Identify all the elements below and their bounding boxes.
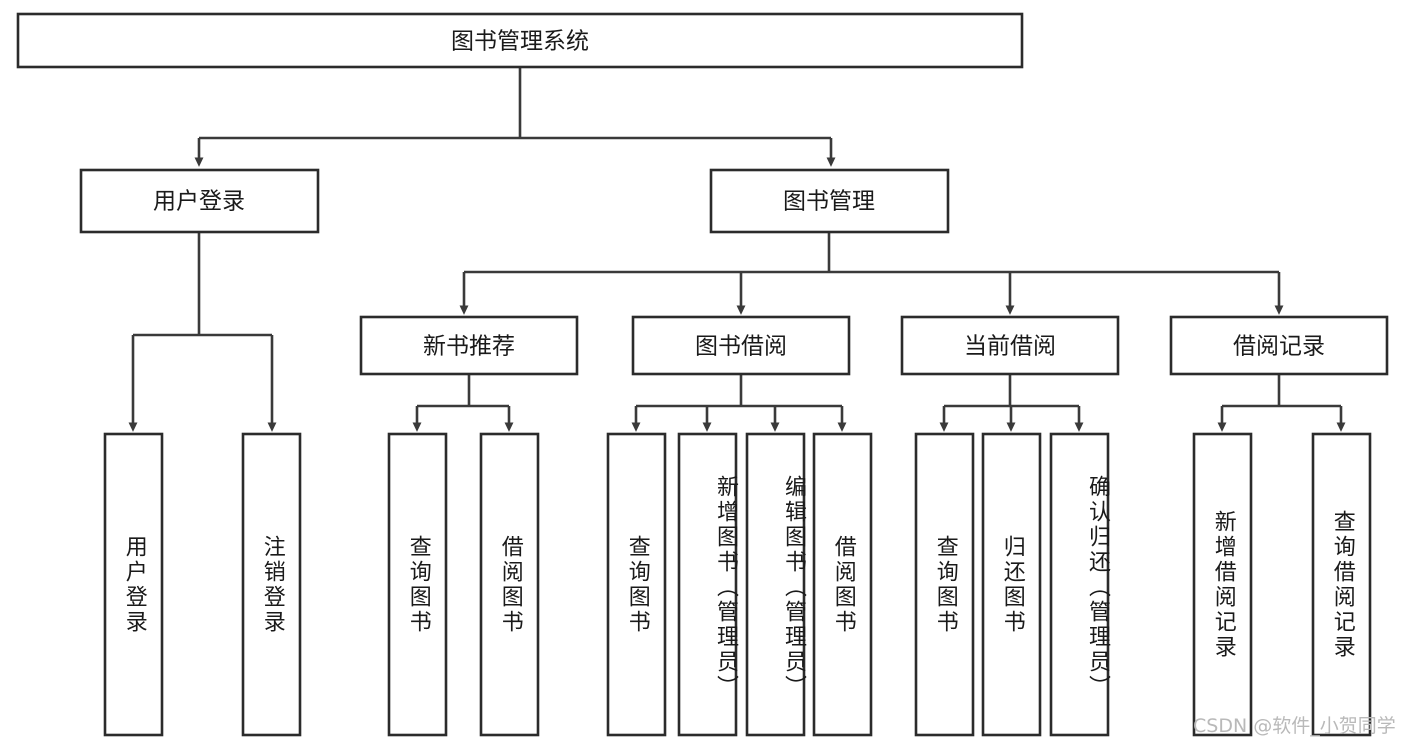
leaf-box-add-record[interactable] — [1192, 432, 1253, 737]
leaf-box-query-record[interactable] — [1311, 432, 1372, 737]
leaf-box-return-book[interactable] — [981, 432, 1042, 737]
leaf-box-confirm-return[interactable] — [1049, 432, 1110, 737]
node-new-book-recommend[interactable]: 新书推荐 — [359, 315, 579, 376]
node-user-login-label: 用户登录 — [153, 189, 245, 215]
leaf-box-add-book-admin[interactable] — [677, 432, 738, 737]
connector-bookborrow-to-leaves — [631, 374, 847, 432]
node-current-borrow-label: 当前借阅 — [964, 334, 1056, 360]
node-root-system-label: 图书管理系统 — [451, 29, 589, 55]
node-current-borrow[interactable]: 当前借阅 — [900, 315, 1120, 376]
node-book-borrow-label: 图书借阅 — [695, 334, 787, 360]
connector-newbook-to-leaves — [412, 374, 514, 432]
node-borrow-record[interactable]: 借阅记录 — [1169, 315, 1389, 376]
leaf-box-user-login[interactable] — [103, 432, 164, 737]
leaf-box-logout-login[interactable] — [241, 432, 302, 737]
node-book-management-label: 图书管理 — [783, 189, 875, 215]
node-book-management[interactable]: 图书管理 — [709, 168, 950, 234]
leaf-box-borrow-book-nb[interactable] — [479, 432, 540, 737]
leaf-box-query-book-nb[interactable] — [387, 432, 448, 737]
node-book-borrow[interactable]: 图书借阅 — [631, 315, 851, 376]
connector-currentborrow-to-leaves — [939, 374, 1084, 432]
node-new-book-recommend-label: 新书推荐 — [423, 334, 515, 360]
connector-root-to-level2 — [194, 67, 836, 167]
connector-bookmgmt-to-level3 — [459, 232, 1284, 315]
leaf-box-edit-book-admin[interactable] — [745, 432, 806, 737]
leaf-box-group — [103, 432, 1372, 737]
node-user-login[interactable]: 用户登录 — [79, 168, 320, 234]
csdn-watermark: CSDN @软件_小贺同学 — [1193, 715, 1396, 737]
leaf-box-query-book-bb[interactable] — [606, 432, 667, 737]
connector-borrowrecord-to-leaves — [1217, 374, 1346, 432]
leaf-box-borrow-book-bb[interactable] — [812, 432, 873, 737]
node-root-system[interactable]: 图书管理系统 — [16, 12, 1024, 69]
leaf-box-query-book-cb[interactable] — [914, 432, 975, 737]
connector-userlogin-to-leaves — [128, 232, 277, 432]
node-borrow-record-label: 借阅记录 — [1233, 334, 1325, 360]
